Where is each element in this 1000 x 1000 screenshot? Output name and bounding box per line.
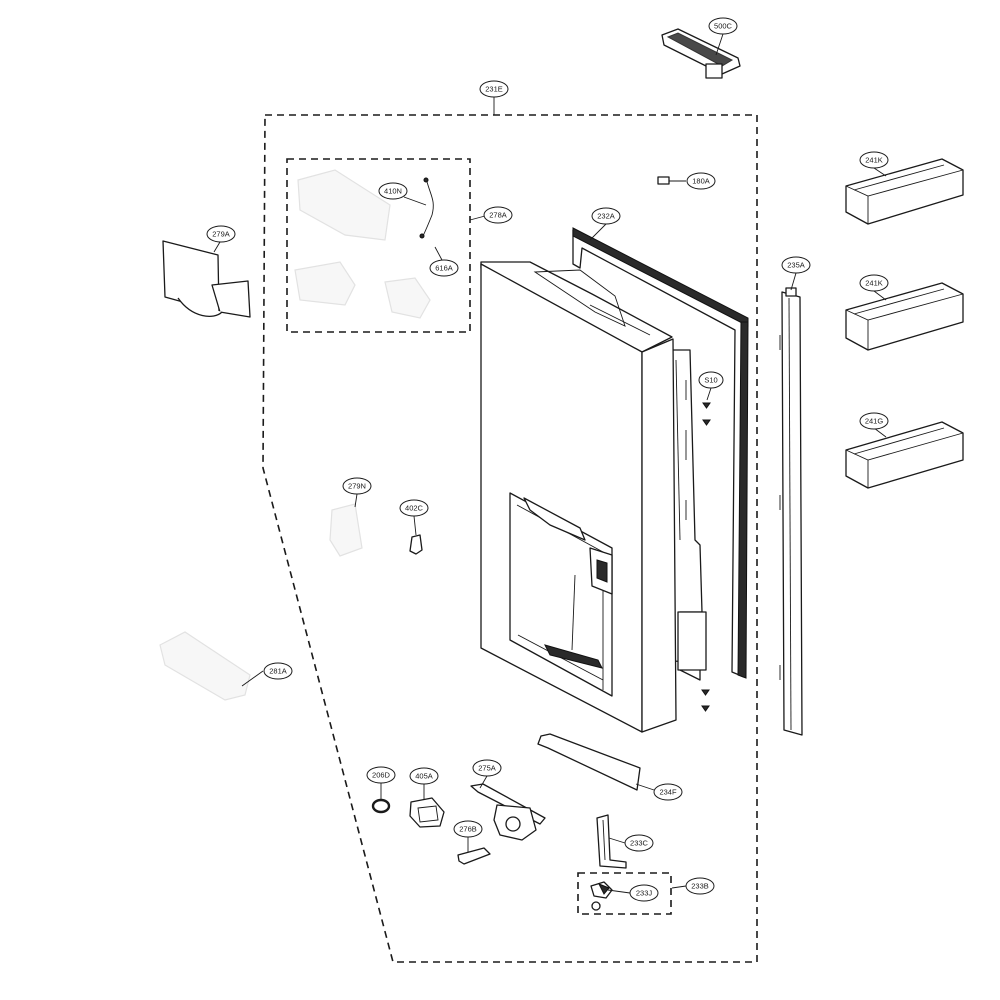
- hinge-233c-part: [596, 814, 627, 869]
- door-hinge-bar-part: [779, 287, 803, 736]
- hinge-subassembly-box: [577, 872, 672, 915]
- callout-241g: 241G: [859, 412, 889, 430]
- callout-410n: 410N: [378, 182, 408, 200]
- dispenser-subassembly-box: [286, 158, 471, 333]
- callout-180a: 180A: [686, 172, 716, 190]
- callout-275a: 275A: [472, 759, 502, 777]
- svg-text:180A: 180A: [692, 177, 710, 186]
- svg-text:206D: 206D: [372, 771, 391, 780]
- ring-part: [371, 798, 391, 814]
- callout-500c: 500C: [708, 17, 738, 35]
- faint-part-279n: [329, 503, 363, 557]
- bracket-276b-part: [457, 847, 491, 865]
- switch-part: [409, 534, 423, 555]
- callout-279n: 279N: [342, 477, 372, 495]
- leader-lines: [213, 33, 887, 894]
- door-bin-middle: [845, 282, 964, 351]
- callout-616a: 616A: [429, 259, 459, 277]
- dispenser-cover-part: [162, 240, 251, 318]
- svg-text:S10: S10: [704, 376, 717, 385]
- callout-405a: 405A: [409, 767, 439, 785]
- svg-text:233J: 233J: [636, 889, 653, 898]
- trim-strip-part: [537, 733, 641, 791]
- callout-233j: 233J: [629, 884, 659, 902]
- bracket-405a-part: [409, 797, 445, 828]
- callout-234f: 234F: [653, 783, 683, 801]
- callout-281a: 281A: [263, 662, 293, 680]
- callout-232a: 232A: [591, 207, 621, 225]
- faint-ducts: [294, 169, 431, 319]
- svg-text:405A: 405A: [415, 772, 433, 781]
- svg-text:233C: 233C: [630, 839, 649, 848]
- callout-279a: 279A: [206, 225, 236, 243]
- callout-231e: 231E: [479, 80, 509, 98]
- callout-s10: S10: [698, 371, 724, 389]
- svg-text:275A: 275A: [478, 764, 496, 773]
- door-shell-part: [480, 261, 677, 733]
- svg-text:616A: 616A: [435, 264, 453, 273]
- callout-276b: 276B: [453, 820, 483, 838]
- small-clip-part: [657, 176, 670, 185]
- callout-241k-middle: 241K: [859, 274, 889, 292]
- svg-text:241K: 241K: [865, 156, 883, 165]
- top-hinge-part: [661, 28, 741, 79]
- svg-text:233B: 233B: [691, 882, 709, 891]
- svg-text:232A: 232A: [597, 212, 615, 221]
- svg-text:278A: 278A: [489, 211, 507, 220]
- dispenser-mechanism-part: [470, 783, 546, 841]
- svg-text:410N: 410N: [384, 187, 402, 196]
- faint-part-281a: [159, 631, 251, 701]
- callout-206d: 206D: [366, 766, 396, 784]
- svg-text:235A: 235A: [787, 261, 805, 270]
- svg-text:281A: 281A: [269, 667, 287, 676]
- svg-text:402C: 402C: [405, 504, 424, 513]
- svg-text:234F: 234F: [659, 788, 677, 797]
- screws-part: [701, 402, 711, 712]
- door-bin-bottom: [845, 421, 964, 489]
- callout-233c: 233C: [624, 834, 654, 852]
- svg-text:500C: 500C: [714, 22, 733, 31]
- svg-text:276B: 276B: [459, 825, 477, 834]
- svg-text:241K: 241K: [865, 279, 883, 288]
- wire-harness-part: [419, 177, 434, 239]
- callout-235a: 235A: [781, 256, 811, 274]
- svg-text:279A: 279A: [212, 230, 230, 239]
- svg-text:241G: 241G: [865, 417, 884, 426]
- door-bin-top: [845, 158, 964, 225]
- door-assembly-boundary: [262, 114, 758, 963]
- callout-278a: 278A: [483, 206, 513, 224]
- callout-233b: 233B: [685, 877, 715, 895]
- door-gasket-part: [572, 227, 749, 679]
- callout-241k-top: 241K: [859, 151, 889, 169]
- hinge-pin-part: [590, 881, 613, 911]
- svg-text:279N: 279N: [348, 482, 366, 491]
- callout-402c: 402C: [399, 499, 429, 517]
- svg-text:231E: 231E: [485, 85, 503, 94]
